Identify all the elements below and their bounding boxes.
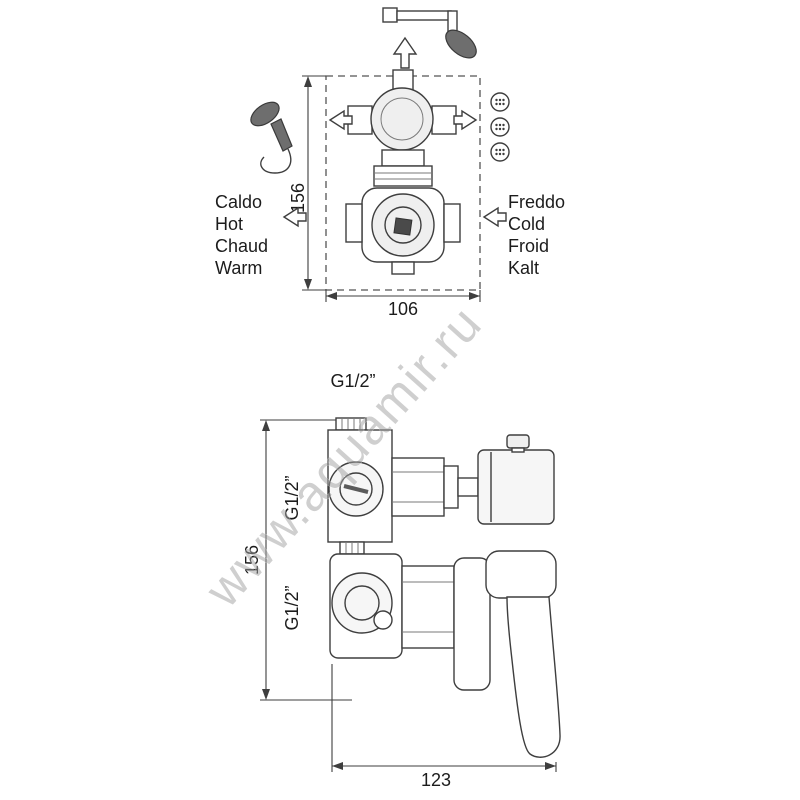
- right-outlet-arrow-icon: [453, 109, 478, 131]
- hot-label-hot: Hot: [215, 214, 243, 234]
- dim-bottom-height-label: 156: [242, 545, 262, 575]
- diverter-unit: [345, 187, 461, 275]
- dim-bottom-width-label: 123: [421, 770, 451, 790]
- up-arrow-icon: [392, 36, 418, 69]
- cold-inlet-labels: Freddo Cold Froid Kalt: [508, 192, 565, 278]
- cold-label-kalt: Kalt: [508, 258, 539, 278]
- escutcheon: [453, 557, 491, 691]
- dim-bottom-width: 123: [331, 664, 557, 790]
- body-jets-icon: [490, 92, 510, 162]
- shower-head-icon: [382, 7, 477, 59]
- thread-top-label: G1/2”: [330, 371, 375, 391]
- cold-inlet-arrow-icon: [482, 206, 507, 228]
- temperature-knob: [477, 434, 555, 525]
- left-outlet-arrow-icon: [328, 109, 353, 131]
- hot-inlet-labels: Caldo Hot Chaud Warm: [215, 192, 268, 278]
- thread-mid-label: G1/2”: [282, 475, 302, 520]
- dim-top-height-label: 156: [288, 183, 308, 213]
- lever-handle: [485, 550, 561, 758]
- hot-label-caldo: Caldo: [215, 192, 262, 212]
- dim-top-height: 156: [288, 75, 326, 291]
- cold-label-freddo: Freddo: [508, 192, 565, 212]
- thread-bottom-label: G1/2”: [282, 585, 302, 630]
- dim-top-width: 106: [325, 290, 481, 319]
- valve-body-upper: [327, 417, 479, 555]
- cold-label-cold: Cold: [508, 214, 545, 234]
- hand-shower-icon: [250, 101, 293, 174]
- dim-top-width-label: 106: [388, 299, 418, 319]
- valve-body-lower: [329, 553, 455, 659]
- dim-bottom-height: 156: [242, 419, 352, 701]
- thermostatic-cartridge: [347, 69, 457, 187]
- hot-label-warm: Warm: [215, 258, 262, 278]
- hot-inlet-arrow-icon: [282, 206, 307, 228]
- hot-label-chaud: Chaud: [215, 236, 268, 256]
- cold-label-froid: Froid: [508, 236, 549, 256]
